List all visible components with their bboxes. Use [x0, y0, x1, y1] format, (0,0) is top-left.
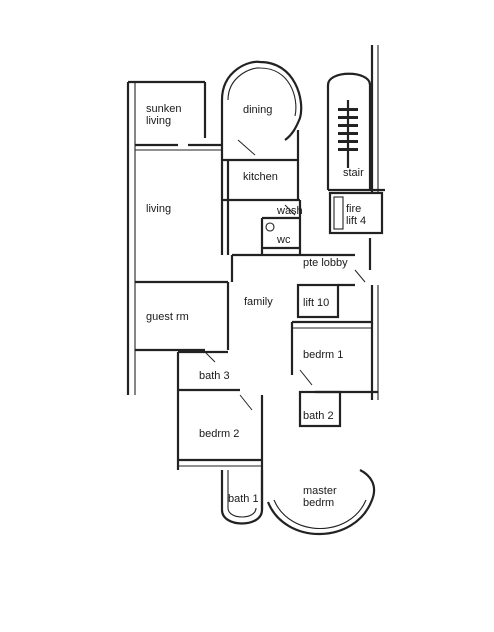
room-label-bedrm-2: bedrm 2 — [199, 428, 240, 440]
stair-core — [326, 45, 385, 192]
dining-bay — [220, 60, 303, 160]
room-label-bath-3: bath 3 — [199, 370, 230, 382]
room-label-fire-lift: fire lift 4 — [346, 203, 366, 227]
room-label-guest-rm: guest rm — [146, 311, 189, 323]
bath-2-walls — [298, 390, 342, 428]
room-label-wc: wc — [277, 234, 291, 246]
lobby-walls — [296, 238, 372, 319]
room-label-wash: wash — [277, 205, 303, 217]
room-label-dining: dining — [243, 104, 273, 116]
room-label-master-bedrm: master bedrm — [303, 485, 337, 509]
room-label-sunken-line1: sunken — [146, 103, 182, 115]
room-label-bath-1: bath 1 — [228, 493, 259, 505]
room-label-sunken-living: sunken living — [146, 103, 181, 127]
living-guest-walls — [135, 253, 300, 352]
bath-1-walls — [220, 470, 264, 525]
stair-treads — [338, 100, 358, 168]
room-label-fire-line1: fire — [346, 203, 362, 215]
kitchen-walls — [220, 130, 300, 255]
west-exterior-wall — [126, 80, 205, 395]
room-label-pte-lobby: pte lobby — [303, 257, 348, 269]
room-label-kitchen: kitchen — [243, 171, 278, 183]
room-label-master-line1: master — [303, 485, 337, 497]
room-label-family: family — [244, 296, 273, 308]
bath-3-walls — [176, 350, 240, 392]
bedroom-2-walls — [176, 390, 264, 470]
room-label-lift-10: lift 10 — [303, 297, 330, 309]
room-label-bedrm-1: bedrm 1 — [303, 349, 344, 361]
fire-lift-shaft — [328, 191, 384, 235]
room-label-sunken-line2: living — [146, 115, 172, 127]
room-label-fire-line2: lift 4 — [346, 215, 367, 227]
wash-wc-walls — [260, 200, 302, 255]
room-label-master-line2: bedrm — [303, 497, 335, 509]
room-label-living: living — [146, 203, 172, 215]
sunken-living-walls — [135, 82, 222, 151]
room-label-stair: stair — [343, 167, 364, 179]
master-bedroom-bay — [260, 469, 376, 535]
room-label-bath-2: bath 2 — [303, 410, 334, 422]
